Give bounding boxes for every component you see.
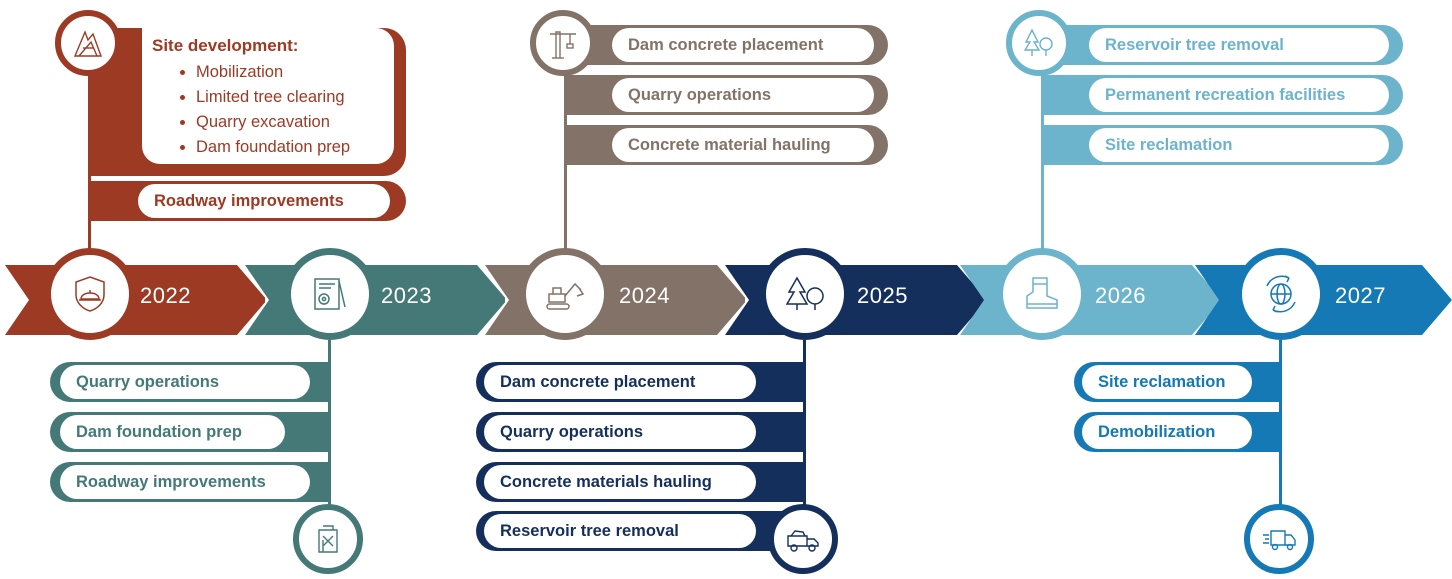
list-item: Quarry excavation xyxy=(196,110,394,135)
bar-2027-2: Demobilization xyxy=(1074,412,1282,452)
pill-2026-1: Reservoir tree removal xyxy=(1089,28,1389,62)
pill-2025-1: Dam concrete placement xyxy=(484,365,756,399)
hard-hat-shield-icon xyxy=(75,276,105,312)
icon-circle-2022-top xyxy=(55,10,121,76)
bar-2026-1: Reservoir tree removal xyxy=(1043,25,1403,65)
excavator-icon xyxy=(546,282,585,310)
year-circle-2023 xyxy=(284,248,376,340)
bar-2024-1: Dam concrete placement xyxy=(566,25,888,65)
trees-icon xyxy=(785,276,824,310)
pill-2025-3: Concrete materials hauling xyxy=(484,465,756,499)
bar-2022-roadway: Roadway improvements xyxy=(90,181,406,221)
list-item: Dam foundation prep xyxy=(196,135,394,160)
bar-2025-3: Concrete materials hauling xyxy=(476,462,806,502)
bar-2026-3: Site reclamation xyxy=(1043,125,1403,165)
year-circle-2025 xyxy=(759,248,851,340)
year-circle-2022 xyxy=(44,248,136,340)
icon-circle-2026-top xyxy=(1006,10,1072,76)
connector-2026 xyxy=(1041,60,1044,260)
site-development-list: Mobilization Limited tree clearing Quarr… xyxy=(152,60,394,160)
tower-crane-icon xyxy=(550,31,576,59)
bar-2025-1: Dam concrete placement xyxy=(476,362,806,402)
pill-2026-2: Permanent recreation facilities xyxy=(1089,78,1389,112)
bar-2023-1: Quarry operations xyxy=(50,362,330,402)
bar-2025-2: Quarry operations xyxy=(476,412,806,452)
bar-2027-1: Site reclamation xyxy=(1074,362,1282,402)
delivery-truck-icon xyxy=(1263,530,1296,551)
year-label-2023: 2023 xyxy=(381,283,432,308)
pill-2023-1: Quarry operations xyxy=(60,365,310,399)
boot-icon xyxy=(1026,277,1058,309)
tree-icon xyxy=(1023,28,1053,56)
icon-circle-2023-bottom xyxy=(293,504,363,574)
icon-circle-2025-bottom xyxy=(768,504,838,574)
list-item: Limited tree clearing xyxy=(196,85,394,110)
year-label-2027: 2027 xyxy=(1335,283,1386,308)
year-label-2022: 2022 xyxy=(140,283,191,308)
bar-2023-3: Roadway improvements xyxy=(50,462,330,502)
site-development-box: Site development: Mobilization Limited t… xyxy=(90,28,406,176)
pill-2023-2: Dam foundation prep xyxy=(60,415,285,449)
pill-2024-2: Quarry operations xyxy=(612,78,874,112)
construction-site-icon xyxy=(73,30,102,57)
year-circle-2027 xyxy=(1235,248,1327,340)
pill-2026-3: Site reclamation xyxy=(1089,128,1389,162)
bar-2023-2: Dam foundation prep xyxy=(50,412,330,452)
icon-circle-2024-top xyxy=(530,10,596,76)
pill-2027-2: Demobilization xyxy=(1082,415,1252,449)
globe-arrows-icon xyxy=(1266,275,1296,313)
bar-2024-3: Concrete material hauling xyxy=(566,125,888,165)
pill-2023-3: Roadway improvements xyxy=(60,465,310,499)
pill-2024-1: Dam concrete placement xyxy=(612,28,874,62)
year-label-2026: 2026 xyxy=(1095,283,1146,308)
pill-2024-3: Concrete material hauling xyxy=(612,128,874,162)
pill-2022-roadway: Roadway improvements xyxy=(138,184,390,218)
year-label-2025: 2025 xyxy=(857,283,908,308)
bar-2024-2: Quarry operations xyxy=(566,75,888,115)
pill-2025-2: Quarry operations xyxy=(484,415,756,449)
bar-2026-2: Permanent recreation facilities xyxy=(1043,75,1403,115)
site-development-title: Site development: xyxy=(152,36,299,55)
bar-2025-4: Reservoir tree removal xyxy=(476,511,806,551)
icon-circle-2027-bottom xyxy=(1244,504,1314,574)
connector-2022 xyxy=(88,60,91,260)
dump-truck-icon xyxy=(787,530,819,552)
connector-2024 xyxy=(564,60,567,260)
building-plan-icon xyxy=(318,525,338,553)
pill-2027-1: Site reclamation xyxy=(1082,365,1252,399)
list-item: Mobilization xyxy=(196,60,394,85)
blueprint-gear-icon xyxy=(314,278,346,310)
pill-2025-4: Reservoir tree removal xyxy=(484,514,756,548)
year-label-2024: 2024 xyxy=(619,283,670,308)
year-circle-2024 xyxy=(519,248,611,340)
year-circle-2026 xyxy=(996,248,1088,340)
